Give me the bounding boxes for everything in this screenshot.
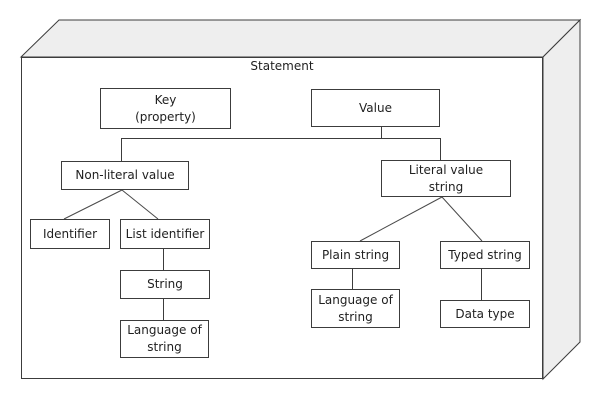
edge-literal-to-strings [359,196,483,242]
node-label: Identifier [42,226,98,241]
edge-value-to-children [121,127,441,161]
node-label: Plain string [321,247,390,262]
node-literal-value-string: Literal value string [381,160,511,197]
node-non-literal-value: Non-literal value [61,161,189,190]
node-list-identifier: List identifier [120,219,210,249]
node-label: string [428,179,464,194]
node-label: List identifier [125,226,205,241]
node-typed-string: Typed string [440,241,530,269]
node-plain-string: Plain string [311,241,400,269]
node-value: Value [311,89,440,127]
slab-top-face [19,19,582,58]
node-label: Language of [318,292,393,307]
node-label: Value [359,100,392,115]
node-language-of-string-right: Language of string [311,289,400,328]
edge-string-children [352,269,482,300]
edge-nonliteral-to-identifiers [63,189,159,220]
node-data-type: Data type [440,300,530,328]
diagram-title: Statement [250,59,314,73]
node-label: string [147,340,182,354]
node-label: Key [154,92,177,107]
slab-right-face [542,18,581,381]
node-label: string [338,309,373,324]
node-label: Language of [127,323,202,337]
node-identifier: Identifier [30,219,110,249]
node-label: String [147,277,183,291]
node-label: (property) [135,109,196,124]
node-label: Non-literal value [75,168,175,182]
node-language-of-string-left: Language of string [120,320,209,358]
node-label: Data type [455,306,515,321]
node-label: Literal value [408,162,484,177]
node-string: String [120,270,210,299]
node-key: Key (property) [100,88,231,129]
node-label: Typed string [448,247,522,262]
